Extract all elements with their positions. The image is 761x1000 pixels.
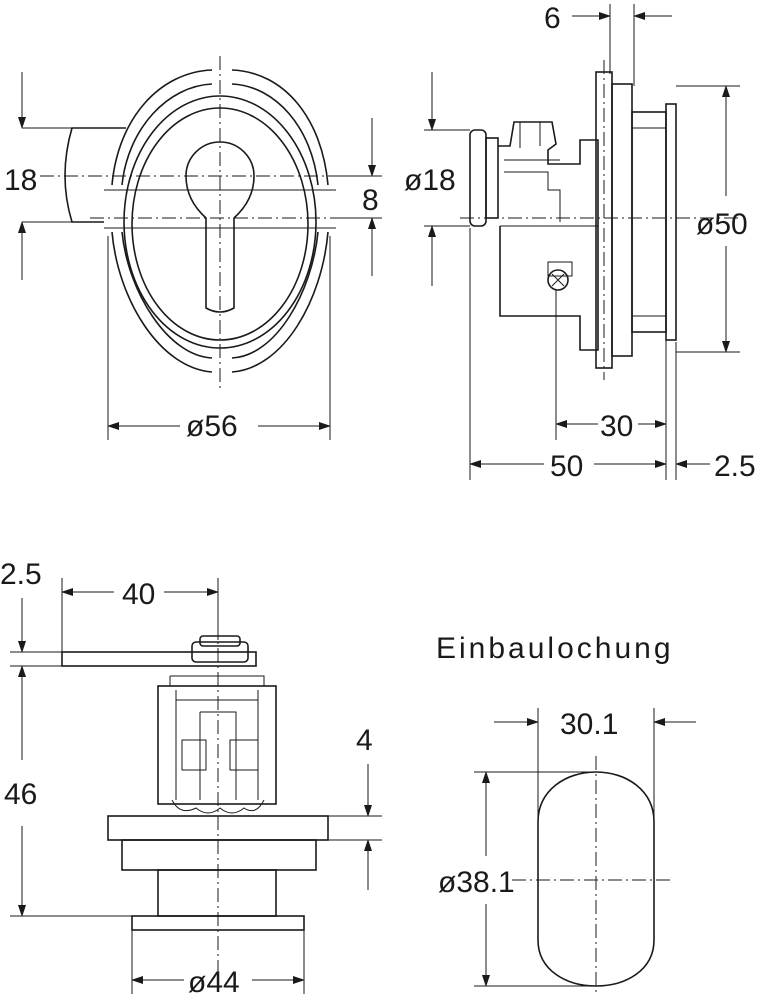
side-view: 6 ø18 ø50 30 50 2.5 xyxy=(404,2,756,483)
side-dim-50: 50 xyxy=(550,450,583,483)
bottom-dim-46: 46 xyxy=(4,778,37,811)
bottom-dim-40: 40 xyxy=(122,578,155,611)
side-dim-d18: ø18 xyxy=(404,164,456,197)
keyhole xyxy=(185,141,255,313)
cutout-shape xyxy=(537,771,655,987)
cutout-view: Einbaulochung 30.1 ø38.1 xyxy=(436,632,696,996)
outer-rim xyxy=(111,69,329,373)
side-dim-30: 30 xyxy=(600,410,633,443)
cutout-title: Einbaulochung xyxy=(436,632,674,665)
bottom-dim-2-5: 2.5 xyxy=(0,558,42,591)
side-dim-2-5: 2.5 xyxy=(714,450,756,483)
front-dim-d56: ø56 xyxy=(186,410,238,443)
knob xyxy=(469,129,487,227)
cylinder-body xyxy=(64,127,126,223)
cam xyxy=(61,651,257,667)
front-dim-18: 18 xyxy=(4,164,37,197)
side-dim-6: 6 xyxy=(544,2,561,35)
housing xyxy=(157,685,277,805)
front-dim-8: 8 xyxy=(362,184,379,217)
lock-body xyxy=(498,121,599,351)
cutout-dim-d38-1: ø38.1 xyxy=(438,866,515,899)
side-dim-d50: ø50 xyxy=(696,208,748,241)
cutout-dim-30-1: 30.1 xyxy=(560,708,618,741)
bottom-dim-d44: ø44 xyxy=(188,966,240,999)
bottom-view: 40 2.5 46 4 ø44 xyxy=(0,558,382,999)
bottom-dim-4: 4 xyxy=(356,724,373,757)
front-view: 18 8 ø56 xyxy=(4,56,382,443)
screw xyxy=(547,269,569,291)
